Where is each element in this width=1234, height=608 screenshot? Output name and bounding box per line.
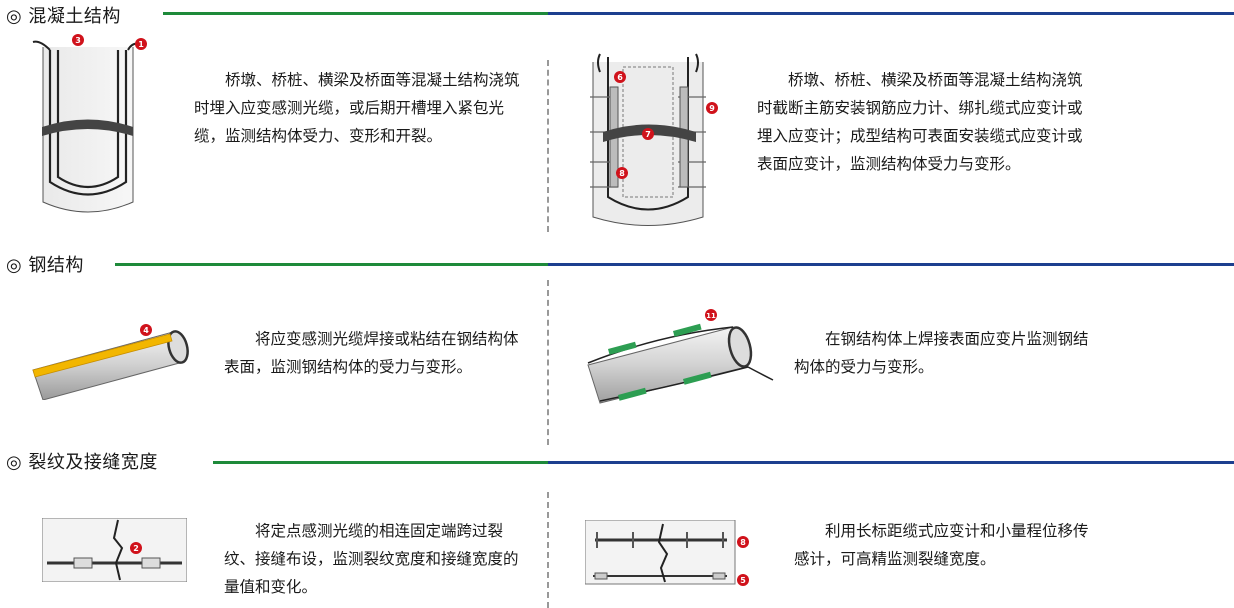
svg-text:5: 5 [740, 576, 746, 585]
badge-9 [706, 102, 718, 114]
svg-text:1: 1 [138, 40, 144, 49]
badge-1 [135, 38, 147, 50]
badge-3 [72, 34, 84, 46]
concrete-right-description: 桥墩、桥桩、横梁及桥面等混凝土结构浇筑时截断主筋安装钢筋应力计、绑扎缆式应变计或… [757, 71, 1083, 173]
steel-left-description: 将应变感测光缆焊接或粘结在钢结构体表面，监测钢结构体的受力与变形。 [224, 330, 519, 376]
section-title-crack: ◎ 裂纹及接缝宽度 [6, 452, 158, 473]
svg-text:3: 3 [75, 36, 81, 45]
svg-text:8: 8 [740, 538, 746, 547]
section-rule-green [163, 12, 548, 15]
badge-11 [705, 309, 717, 321]
svg-text:7: 7 [645, 130, 651, 139]
steel-tube-gauge-diagram: 11 [587, 309, 774, 404]
badge-6 [614, 71, 626, 83]
svg-text:6: 6 [617, 73, 623, 82]
section-rule-green [213, 461, 548, 464]
section-title-steel: ◎ 钢结构 [6, 255, 84, 276]
concrete-left-description: 桥墩、桥桩、横梁及桥面等混凝土结构浇筑时埋入应变感测光缆，或后期开槽埋入紧包光缆… [194, 71, 520, 145]
badge-8 [616, 167, 628, 179]
rebar-cage-diagram: 6 7 8 9 [590, 53, 718, 226]
svg-text:11: 11 [706, 312, 716, 320]
steel-tube-cable-diagram: 4 [32, 324, 189, 400]
badge-5 [737, 574, 749, 586]
section-rule-green [115, 263, 548, 266]
column-divider [547, 280, 549, 445]
section-header-crack: ◎ 裂纹及接缝宽度 [6, 448, 158, 474]
concrete-pier-diagram: 1 3 [32, 34, 147, 213]
section-title-concrete: ◎ 混凝土结构 [6, 6, 121, 27]
section-header-steel: ◎ 钢结构 [6, 251, 84, 277]
column-divider [547, 492, 549, 608]
steel-right-description: 在钢结构体上焊接表面应变片监测钢结构体的受力与变形。 [794, 330, 1089, 376]
badge-2 [130, 542, 142, 554]
svg-text:2: 2 [133, 544, 139, 553]
crack-left-description: 将定点感测光缆的相连固定端跨过裂纹、接缝布设，监测裂纹宽度和接缝宽度的量值和变化… [224, 522, 519, 596]
crack-right-description: 利用长标距缆式应变计和小量程位移传感计，可高精监测裂缝宽度。 [794, 522, 1089, 568]
section-rule-blue [548, 263, 1234, 266]
section-header-concrete: ◎ 混凝土结构 [6, 2, 121, 28]
crack-fixed-point-diagram: 2 [42, 518, 187, 582]
badge-7 [642, 128, 654, 140]
section-rule-blue [548, 461, 1234, 464]
svg-text:4: 4 [143, 326, 149, 335]
badge-4 [140, 324, 152, 336]
svg-text:8: 8 [619, 169, 625, 178]
section-rule-blue [548, 12, 1234, 15]
badge-8 [737, 536, 749, 548]
column-divider [547, 60, 549, 232]
crack-long-gauge-diagram: 8 5 [585, 520, 749, 586]
svg-text:9: 9 [709, 104, 715, 113]
